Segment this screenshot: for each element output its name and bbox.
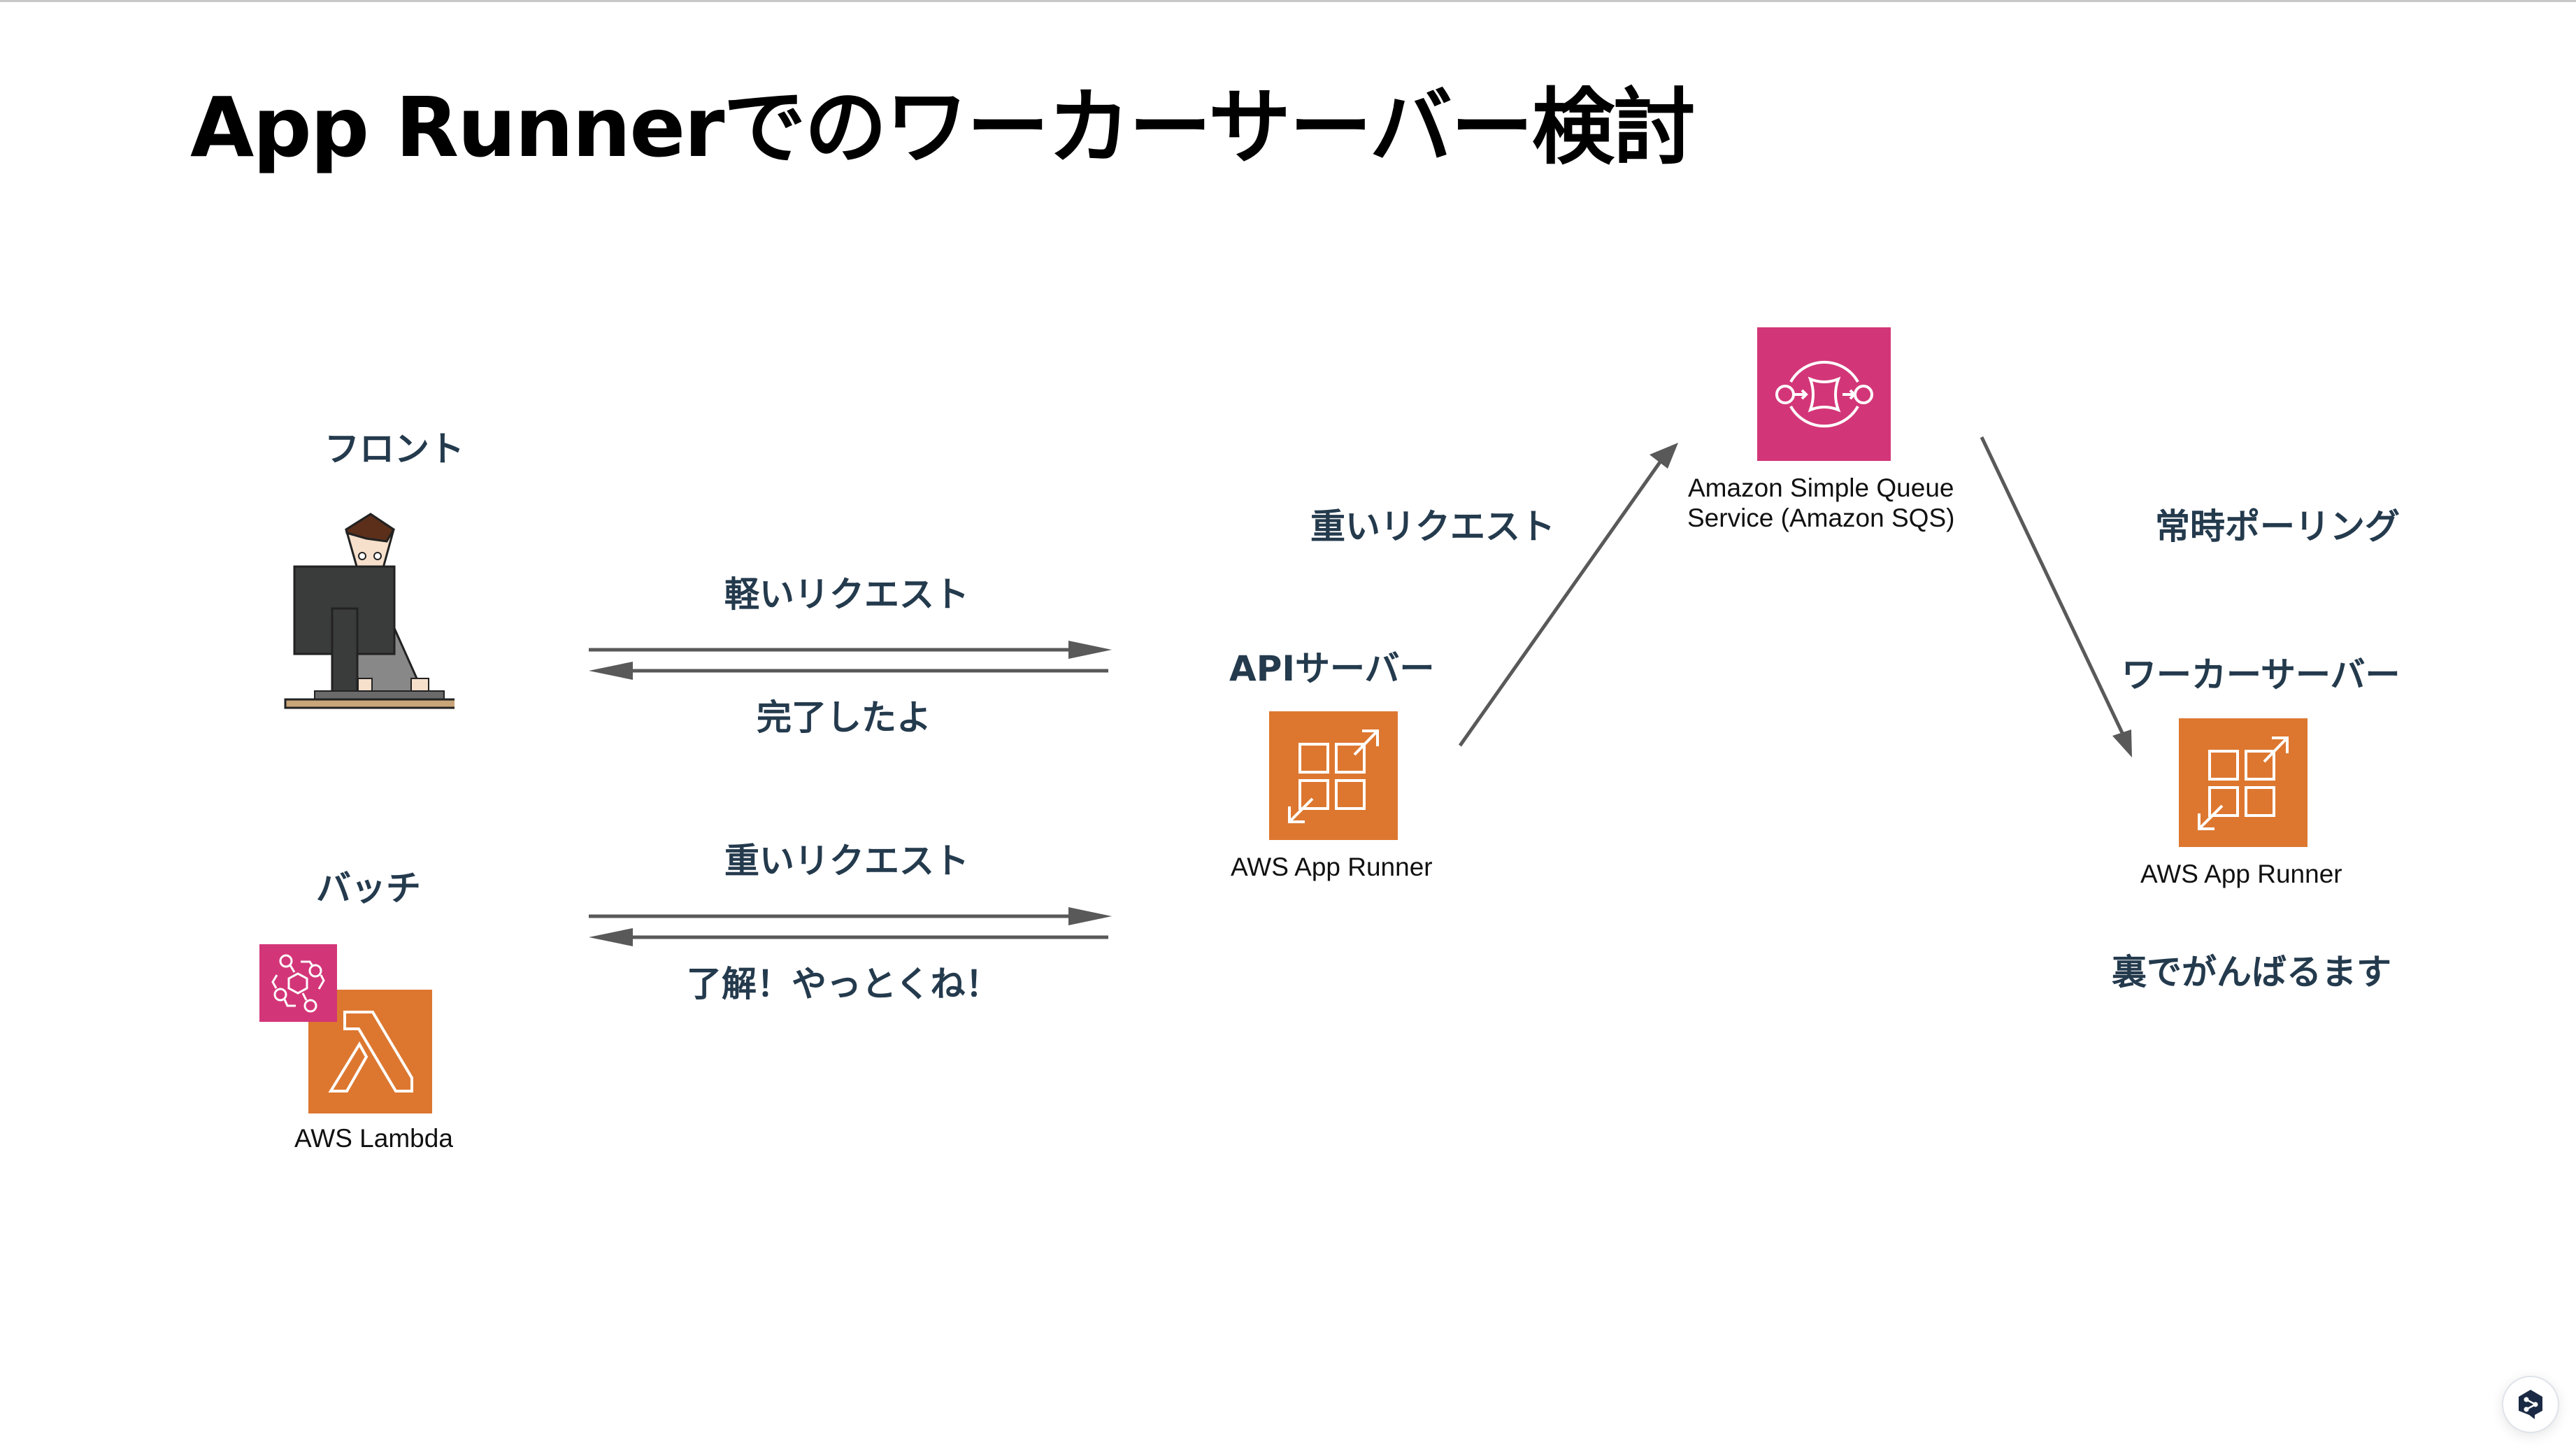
aws-app-runner-icon <box>2179 718 2307 847</box>
front-label: フロント <box>324 429 464 469</box>
to-queue-label: 重いリクエスト <box>1310 506 1555 547</box>
arrow-api-to-sqs <box>1458 443 1678 747</box>
light-response-label: 完了したよ <box>757 697 931 738</box>
heavy-response-label: 了解！やっとくね！ <box>687 964 1001 1004</box>
amazon-eventbridge-icon <box>259 944 337 1022</box>
office-worker-illustration <box>264 511 472 710</box>
api-server-service-name: AWS App Runner <box>1231 853 1433 881</box>
batch-label: バッチ <box>316 868 421 909</box>
deepl-translate-icon <box>2519 1390 2542 1419</box>
api-server-label: APIサーバー <box>1229 648 1435 689</box>
polling-label: 常時ポーリング <box>2155 506 2400 547</box>
amazon-sqs-icon <box>1757 327 1891 461</box>
arrow-light-response <box>589 662 1108 680</box>
deepl-translate-button[interactable] <box>2502 1376 2559 1433</box>
arrow-light-request <box>589 641 1112 659</box>
sqs-service-name-line1: Amazon Simple Queue <box>1688 474 1954 502</box>
top-border <box>0 0 2576 2</box>
heavy-request-label: 重いリクエスト <box>724 841 969 881</box>
slide-title: App Runnerでのワーカーサーバー検討 <box>190 79 1696 176</box>
aws-app-runner-icon <box>1269 711 1398 840</box>
arrow-heavy-request <box>589 907 1112 925</box>
arrow-heavy-response <box>589 928 1108 946</box>
worker-server-note: 裏でがんばるます <box>2112 952 2391 992</box>
lambda-service-name: AWS Lambda <box>294 1124 453 1153</box>
sqs-service-name-line2: Service (Amazon SQS) <box>1687 504 1955 532</box>
arrow-sqs-to-worker <box>1980 436 2132 757</box>
worker-server-label: ワーカーサーバー <box>2121 655 2400 695</box>
worker-server-service-name: AWS App Runner <box>2140 860 2342 888</box>
light-request-label: 軽いリクエスト <box>724 574 969 615</box>
